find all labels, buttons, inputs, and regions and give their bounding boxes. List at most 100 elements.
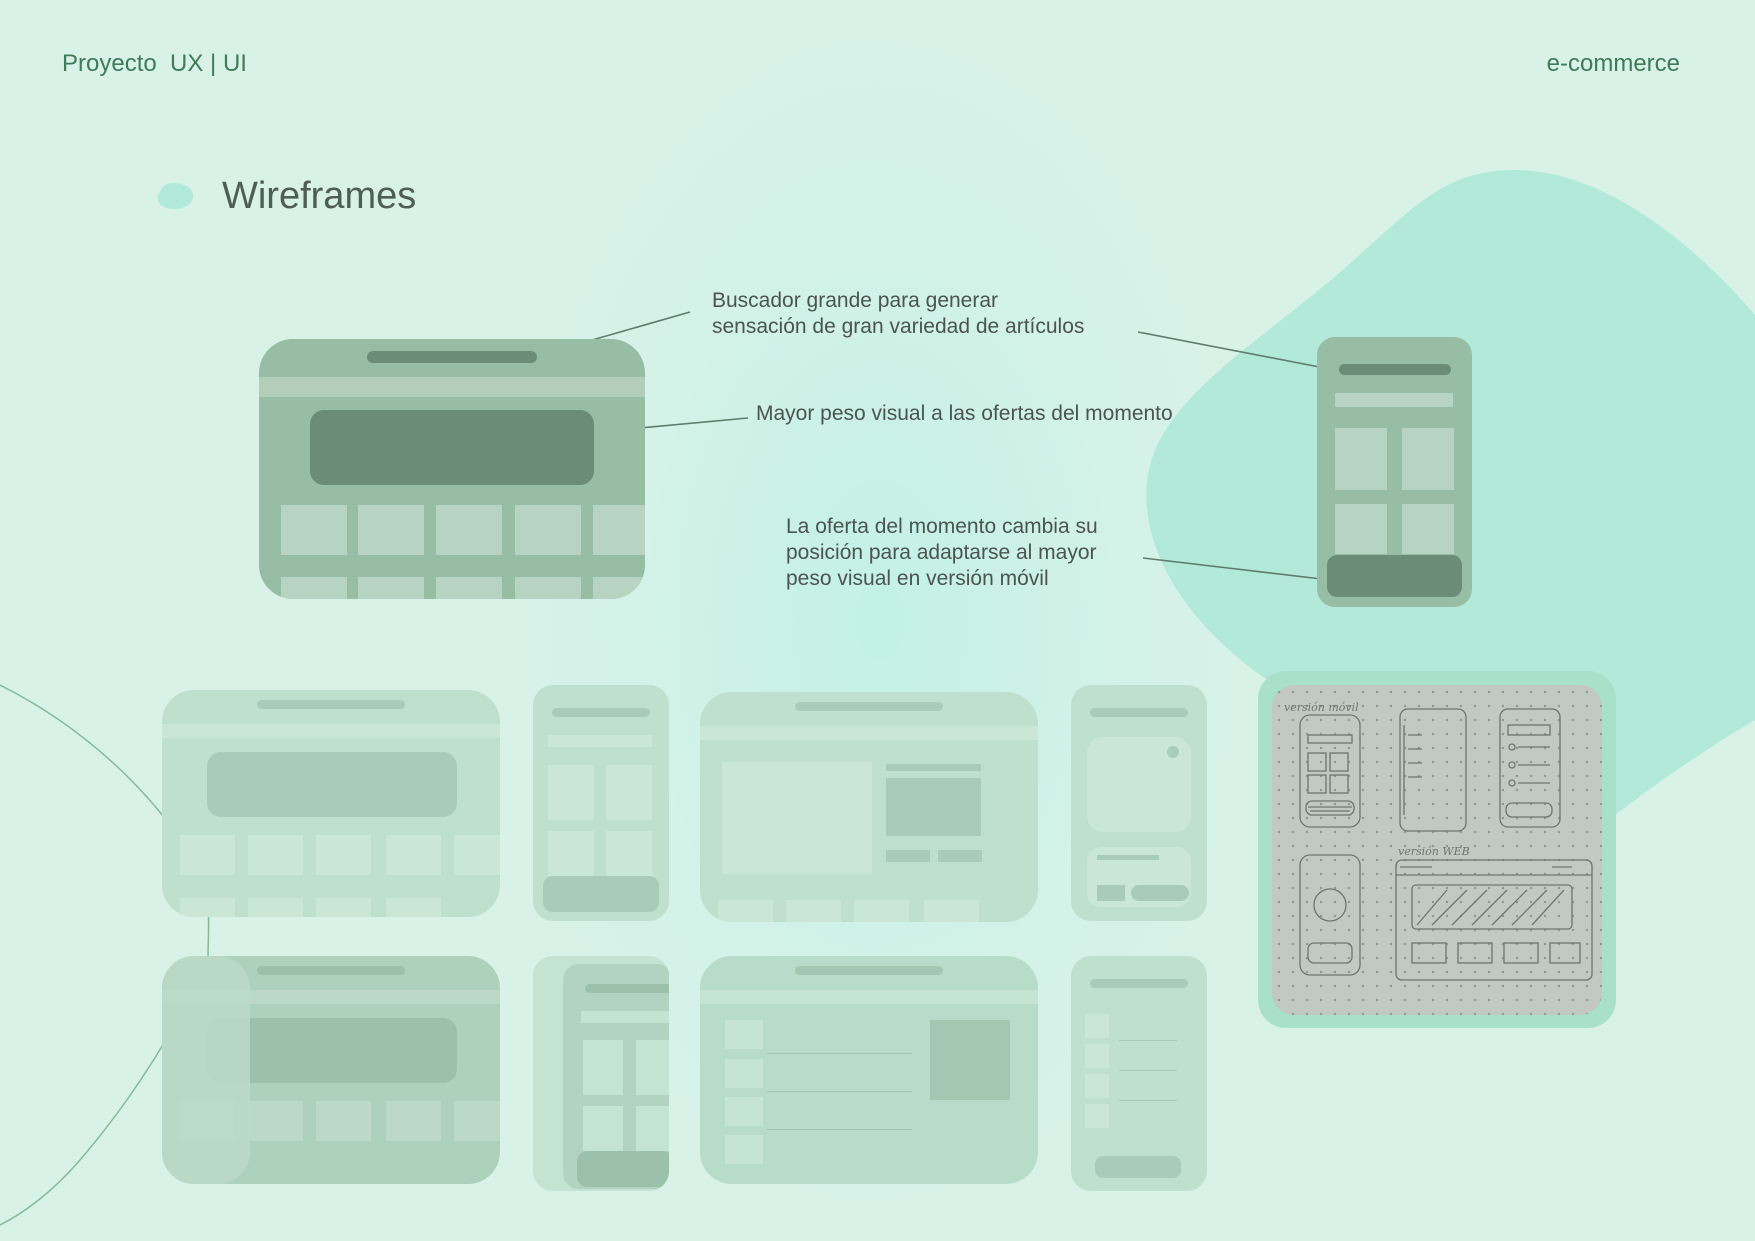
wf-bar — [700, 990, 1038, 1004]
wf-product-tile — [515, 577, 581, 599]
wf-bar — [795, 702, 943, 711]
wf-tile — [386, 898, 441, 917]
wf-line — [1097, 855, 1159, 860]
wf-thumb — [1085, 1104, 1109, 1128]
sketch-photo-frame: versión móvil — [1258, 671, 1616, 1028]
wf-bar — [795, 966, 943, 975]
annotation-search-line-1: Buscador grande para generar — [712, 289, 999, 312]
wf-bar — [585, 984, 669, 993]
wf-product-tile — [281, 577, 347, 599]
sketch-label-web: versión WEB — [1398, 845, 1470, 858]
wf-thumb — [725, 1020, 763, 1049]
wf-summary — [930, 1020, 1010, 1100]
wf-product-tile — [1335, 428, 1387, 490]
wireframe-thumbnail-menu-mobile — [533, 956, 669, 1191]
wireframe-thumbnail-product-mobile — [1071, 685, 1207, 921]
wf-line — [767, 1091, 912, 1092]
wf-line — [767, 1129, 912, 1130]
wf-tile — [636, 1040, 669, 1095]
wf-product-tile — [593, 505, 645, 555]
wf-offer-banner — [310, 410, 594, 485]
section-label: e-commerce — [1546, 50, 1680, 77]
wf-button — [1131, 885, 1189, 901]
wf-bar — [548, 735, 652, 747]
wf-thumb — [725, 1135, 763, 1164]
wf-bar — [257, 700, 405, 709]
wf-tile — [386, 835, 441, 875]
wireframe-thumbnail-product-desktop — [700, 692, 1038, 922]
wf-line — [1119, 1040, 1177, 1041]
wf-side-menu — [162, 956, 250, 1184]
wf-thumb — [1085, 1044, 1109, 1068]
wf-tile — [248, 835, 303, 875]
annotation-mobile-line-3: peso visual en versión móvil — [786, 567, 1049, 590]
wf-tile — [316, 835, 371, 875]
wf-button — [1095, 1156, 1181, 1178]
annotation-offers: Mayor peso visual a las ofertas del mome… — [756, 402, 1173, 425]
annotation-mobile-line-2: posición para adaptarse al mayor — [786, 541, 1097, 564]
wf-tile — [316, 1101, 371, 1141]
wf-tile — [583, 1106, 623, 1151]
wf-tile — [718, 900, 773, 922]
wf-product-tile — [436, 505, 502, 555]
wf-tile — [454, 1101, 500, 1141]
wf-product-tile — [515, 505, 581, 555]
wf-tile — [606, 765, 652, 820]
wireframe-thumbnail-home-desktop — [162, 690, 500, 917]
wf-product-tile — [1402, 504, 1454, 554]
wf-product-tile — [1335, 504, 1387, 554]
wf-line — [1119, 1070, 1177, 1071]
wf-tile — [248, 898, 303, 917]
wf-bar — [581, 1011, 669, 1023]
wf-tile — [316, 898, 371, 917]
wf-banner — [207, 752, 457, 817]
wf-tile — [636, 1106, 669, 1151]
wf-banner — [577, 1151, 669, 1187]
wf-tile — [786, 900, 841, 922]
wf-thumb — [725, 1059, 763, 1088]
wf-line — [886, 764, 981, 771]
wf-product-tile — [1402, 428, 1454, 490]
wf-offer-banner — [1327, 555, 1462, 597]
annotation-search-line-2: sensación de gran variedad de artículos — [712, 315, 1085, 338]
wf-bar — [552, 708, 650, 717]
sketch-photo: versión móvil — [1272, 685, 1602, 1015]
wf-tile — [583, 1040, 623, 1095]
wf-thumb — [1085, 1074, 1109, 1098]
wf-bar — [257, 966, 405, 975]
wf-bar — [162, 724, 500, 738]
wf-button — [938, 850, 982, 862]
wf-line — [1119, 1100, 1177, 1101]
wf-block — [886, 778, 981, 836]
wf-bar — [700, 726, 1038, 740]
sketch-label-mobile: versión móvil — [1284, 701, 1359, 714]
wf-tile — [180, 898, 235, 917]
annotation-search: Buscador grande para generar sensación d… — [712, 288, 1084, 340]
wf-tile — [606, 831, 652, 876]
wf-thumb — [725, 1097, 763, 1126]
desktop-wireframe-highlight — [259, 339, 645, 599]
wf-search-bar — [367, 351, 537, 363]
wf-bar — [1090, 979, 1188, 988]
wf-banner — [543, 876, 659, 912]
page-title: Wireframes — [222, 175, 417, 217]
wf-bar — [1090, 708, 1188, 717]
wf-product-tile — [358, 505, 424, 555]
wf-tile — [386, 1101, 441, 1141]
wf-tile — [180, 835, 235, 875]
wf-dot — [1167, 746, 1179, 758]
wf-tile — [454, 835, 500, 875]
sketch-drawing: versión móvil — [1284, 701, 1593, 981]
wf-tile — [854, 900, 909, 922]
wireframe-thumbnail-cart-desktop — [700, 956, 1038, 1184]
wf-line — [767, 1053, 912, 1054]
wireframe-thumbnail-home-mobile — [533, 685, 669, 921]
wf-tile — [548, 765, 594, 820]
wf-product-tile — [358, 577, 424, 599]
wf-block — [1097, 885, 1125, 901]
wf-image — [722, 762, 872, 874]
wf-product-tile — [593, 577, 645, 599]
wf-nav-bar — [1335, 393, 1453, 407]
wireframe-thumbnail-cart-mobile — [1071, 956, 1207, 1191]
